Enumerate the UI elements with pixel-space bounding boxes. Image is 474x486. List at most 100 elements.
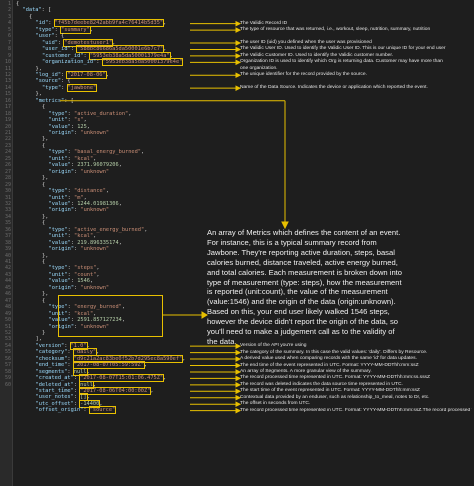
json-value: 125 [77,123,87,130]
code-line[interactable]: "origin": "unknown" [49,207,110,213]
code-line[interactable]: "segments": null, [36,367,90,376]
json-punctuation: { [42,259,46,265]
json-punctuation: : [48,20,55,27]
code-line[interactable]: }, [36,91,42,97]
code-line[interactable]: { [42,143,45,149]
code-line[interactable]: "origin": "unknown" [49,324,110,330]
json-punctuation: : [67,233,75,240]
json-punctuation: }, [42,252,49,259]
code-line[interactable]: "value": 125, [49,124,91,130]
json-value: "unknown" [80,130,110,136]
code-line[interactable]: "user": { [36,33,65,39]
code-line[interactable]: }, [42,291,48,297]
code-line[interactable]: "start_time": "2017-08-06T04:00:00Z", [36,387,154,395]
code-line[interactable]: } [42,330,45,336]
line-number: 50 [4,317,11,324]
json-punctuation: , [105,188,110,195]
code-line[interactable]: "log_id": "2017-08-06", [35,70,109,79]
json-key: "metrics" [35,97,65,104]
json-punctuation: : [74,323,81,330]
code-line[interactable]: "origin": "unknown" [49,130,110,136]
code-line[interactable]: "origin": "unknown" [49,169,110,175]
code-line[interactable]: "type": "active_energy_burned", [49,227,148,233]
code-line[interactable]: "type": "steps", [49,265,100,271]
json-punctuation: : [67,304,75,311]
code-line[interactable]: "type": "basal_energy_burned", [49,149,145,155]
code-line[interactable]: }, [36,66,42,72]
code-line[interactable]: "offset_origin": "source" [35,406,117,415]
json-key: "origin" [48,284,75,291]
line-number: 30 [4,188,11,195]
line-number: 26 [4,162,11,169]
code-line[interactable]: "category": "daily", [36,348,99,357]
json-punctuation: { [42,142,46,149]
code-line[interactable]: { [42,259,45,265]
code-line[interactable]: "user_id": "58dbc86686a5da50001e6b7c7", [42,45,166,54]
json-punctuation: : [74,207,81,214]
json-punctuation: : [67,271,75,278]
line-number: 10 [4,59,11,66]
arrow-head [235,343,242,349]
code-line[interactable]: "value": 2371.96079206, [49,162,122,168]
json-punctuation: { [42,104,46,111]
code-line[interactable]: "value": 219.896335174, [49,240,122,246]
code-line[interactable]: "utc_offset": -14400, [36,399,103,408]
code-line[interactable]: }, [42,136,48,142]
json-key: "origin" [48,323,75,330]
code-line[interactable]: { [42,104,45,110]
code-line[interactable]: "value": 1244.01981306, [49,201,122,207]
json-key: "log_id" [35,71,62,78]
code-line[interactable]: { [42,182,45,188]
code-line[interactable]: }, [42,175,48,181]
json-value: "energy_burned" [74,304,122,311]
code-line[interactable]: { [16,1,19,7]
json-punctuation: : { [61,78,71,85]
json-key: "uid" [42,39,58,46]
code-line[interactable]: "unit": "kcal", [49,233,97,239]
line-number: 27 [4,168,11,175]
arrow-head [235,388,242,395]
annotation-note: The offset in seconds from UTC. [240,401,311,407]
code-line[interactable]: "unit": "kcal", [49,156,97,162]
code-line[interactable]: { [42,298,45,304]
code-line[interactable]: }, [42,214,48,220]
json-value: "demotestuser1" [63,38,114,47]
arrow-head [235,20,242,27]
code-line[interactable]: "value": 2591.857127234, [49,317,126,323]
code-line[interactable]: "type": "active_duration", [49,111,132,117]
code-line[interactable]: { [29,14,32,20]
json-punctuation: : [61,71,68,78]
line-number: 19 [4,117,11,124]
code-line[interactable]: "customer_id": "5953eb38a5da50001379e4a"… [42,51,173,60]
code-line[interactable]: "deleted_at": null, [35,380,96,389]
code-line[interactable]: "created_at": "2017-08-07T15:01:06.475Z"… [36,374,166,383]
line-number: 29 [4,181,11,188]
code-line[interactable]: ], [36,336,42,342]
code-line[interactable]: "unit": "m", [49,195,87,201]
code-line[interactable]: "end_time": "2017-08-07T05:59:59Z", [36,361,147,370]
code-line[interactable]: "origin": "unknown" [49,246,110,252]
json-key: "data" [22,7,42,14]
json-key: "deleted_at" [35,381,74,388]
json-punctuation: , [105,71,109,78]
code-line[interactable]: "unit": "count", [49,272,100,278]
code-line[interactable]: "data": [ [23,7,52,13]
code-line[interactable]: }, [42,253,48,259]
code-line[interactable]: "organization_id": "5953eb38a5da50001379… [42,58,184,67]
json-punctuation: : [70,239,78,246]
json-key: "origin" [48,246,75,253]
code-line[interactable]: "id": "f45b7deebe8242abb9fa4c76414b5d35"… [36,19,166,28]
code-line[interactable]: "uid": "demotestuser1", [42,38,115,47]
code-line[interactable]: "source": { [36,78,71,84]
code-line[interactable]: "type": "summary", [36,25,93,34]
code-line[interactable]: "value": 1546, [49,278,94,284]
code-line[interactable]: "version": "1.0", [36,341,90,350]
code-line[interactable]: "type": "jawbone" [42,83,98,92]
code-line[interactable]: { [42,220,45,226]
code-line[interactable]: "type": "distance", [49,188,110,194]
json-key: "offset_origin" [35,407,84,414]
code-line[interactable]: "unit": "s", [49,117,87,123]
code-line[interactable]: "user_notes": [], [36,393,90,402]
code-line[interactable]: "origin": "unknown" [49,285,110,291]
code-line[interactable]: "checksum": "d9c21a2ac83be0f52b7d295ec8a… [36,354,185,363]
